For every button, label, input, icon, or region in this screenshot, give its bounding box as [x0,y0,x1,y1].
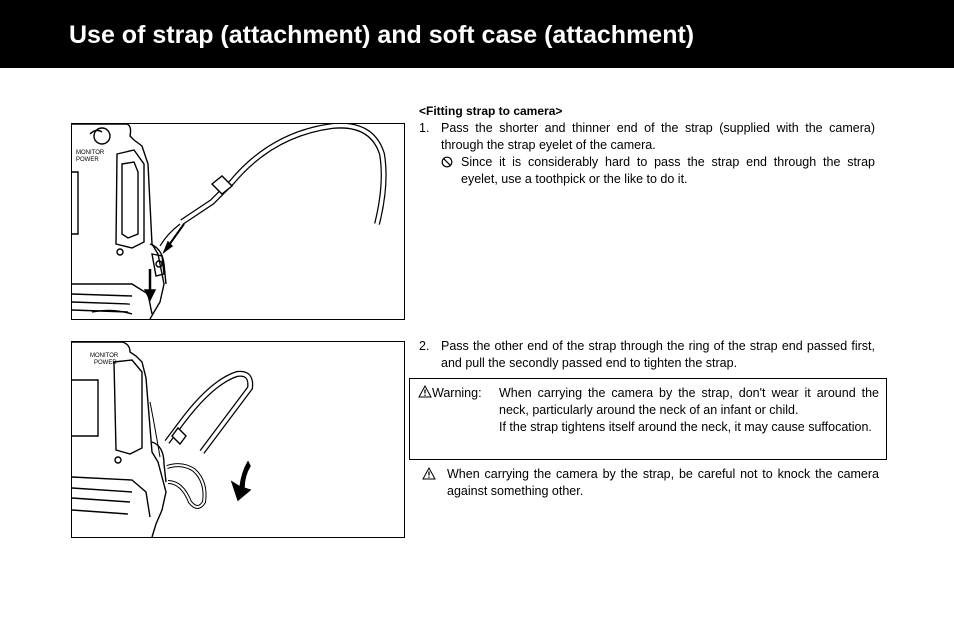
step-1-note-text: Since it is considerably hard to pass th… [461,155,875,186]
warning-triangle-icon [418,384,432,398]
warning-line-1: When carrying the camera by the strap, d… [499,386,879,417]
warning-label: Warning: [418,384,482,402]
section-heading: <Fitting strap to camera> [419,104,563,118]
step-2-number: 2. [419,339,430,353]
step-1-text: Pass the shorter and thinner end of the … [441,121,875,152]
step-1-number: 1. [419,121,430,135]
caution-text: When carrying the camera by the strap, b… [447,467,879,498]
camera-strap-illustration-2: MONITOR POWER [72,342,254,537]
page-header: Use of strap (attachment) and soft case … [0,0,954,68]
figure-strap-tighten: MONITOR POWER [71,341,405,538]
monitor-label-2: MONITOR [90,353,119,359]
warning-text: When carrying the camera by the strap, d… [499,385,879,436]
camera-strap-illustration-1: MONITOR POWER [72,124,387,319]
monitor-label: MONITOR [76,150,105,156]
warning-line-2: If the strap tightens itself around the … [499,420,872,434]
warning-box: Warning: When carrying the camera by the… [409,378,887,460]
caution-triangle-icon [422,467,436,480]
warning-label-text: Warning: [432,386,482,400]
step-2: 2. Pass the other end of the strap throu… [419,338,875,372]
step-2-text: Pass the other end of the strap through … [441,339,875,370]
step-1: 1. Pass the shorter and thinner end of t… [419,120,875,154]
figure-strap-insert: MONITOR POWER [71,123,405,320]
power-label-2: POWER [94,360,117,366]
step-1-note: Since it is considerably hard to pass th… [441,154,875,188]
caution-note: When carrying the camera by the strap, b… [422,466,879,500]
power-label: POWER [76,157,99,163]
page-title: Use of strap (attachment) and soft case … [69,21,695,49]
prohibition-icon [441,156,453,168]
